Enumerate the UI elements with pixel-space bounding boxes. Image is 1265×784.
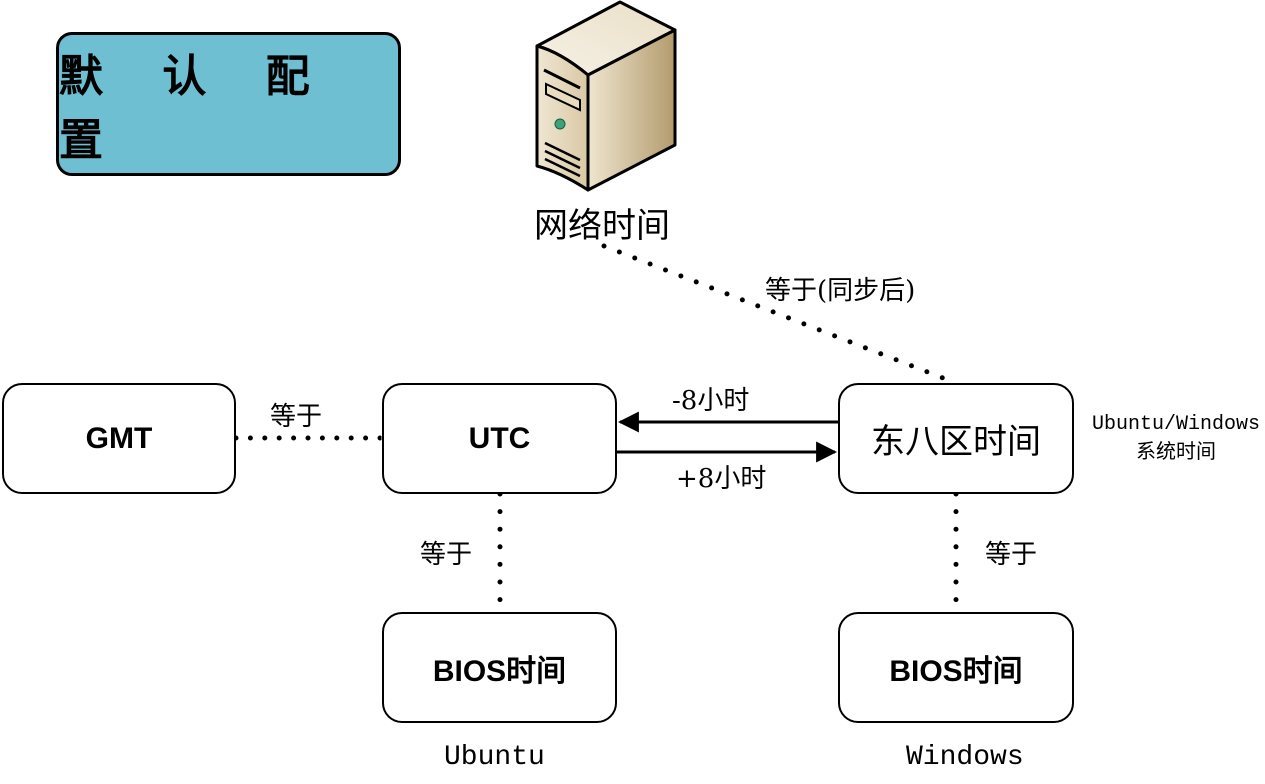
node-bios-ubuntu-label: BIOS时间 bbox=[432, 654, 567, 688]
edge-label-east8-bios: 等于 bbox=[985, 540, 1038, 570]
edge-label-utc-bios: 等于 bbox=[420, 540, 473, 570]
node-gmt-label: GMT bbox=[85, 421, 153, 455]
default-config-title-box: 默 认 配 置 bbox=[56, 32, 401, 176]
system-time-line2: 系统时间 bbox=[1136, 439, 1217, 463]
edge-label-gmt-utc: 等于 bbox=[270, 402, 323, 432]
network-time-label: 网络时间 bbox=[534, 206, 670, 246]
edge-label-plus-8: +8小时 bbox=[676, 464, 767, 494]
default-config-title: 默 认 配 置 bbox=[59, 51, 332, 166]
node-utc-label: UTC bbox=[468, 421, 531, 455]
server-tower-icon bbox=[535, 0, 677, 192]
edge-label-minus-8: -8小时 bbox=[672, 386, 750, 416]
edge-label-sync: 等于(同步后) bbox=[765, 276, 916, 306]
node-gmt: GMT bbox=[2, 383, 236, 494]
node-east8-time: 东八区时间 bbox=[838, 383, 1074, 494]
node-bios-ubuntu: BIOS时间 bbox=[382, 612, 617, 723]
node-bios-windows-label: BIOS时间 bbox=[889, 654, 1023, 688]
dotted-line-network-east8 bbox=[601, 243, 951, 383]
os-label-windows: Windows bbox=[906, 742, 1024, 773]
system-time-line1: Ubuntu/Windows bbox=[1092, 413, 1261, 436]
system-time-annotation: Ubuntu/Windows 系统时间 bbox=[1092, 412, 1260, 464]
os-label-ubuntu: Ubuntu bbox=[444, 742, 545, 773]
node-bios-windows: BIOS时间 bbox=[838, 612, 1074, 723]
node-east8-label: 东八区时间 bbox=[871, 422, 1041, 462]
node-utc: UTC bbox=[382, 383, 617, 494]
